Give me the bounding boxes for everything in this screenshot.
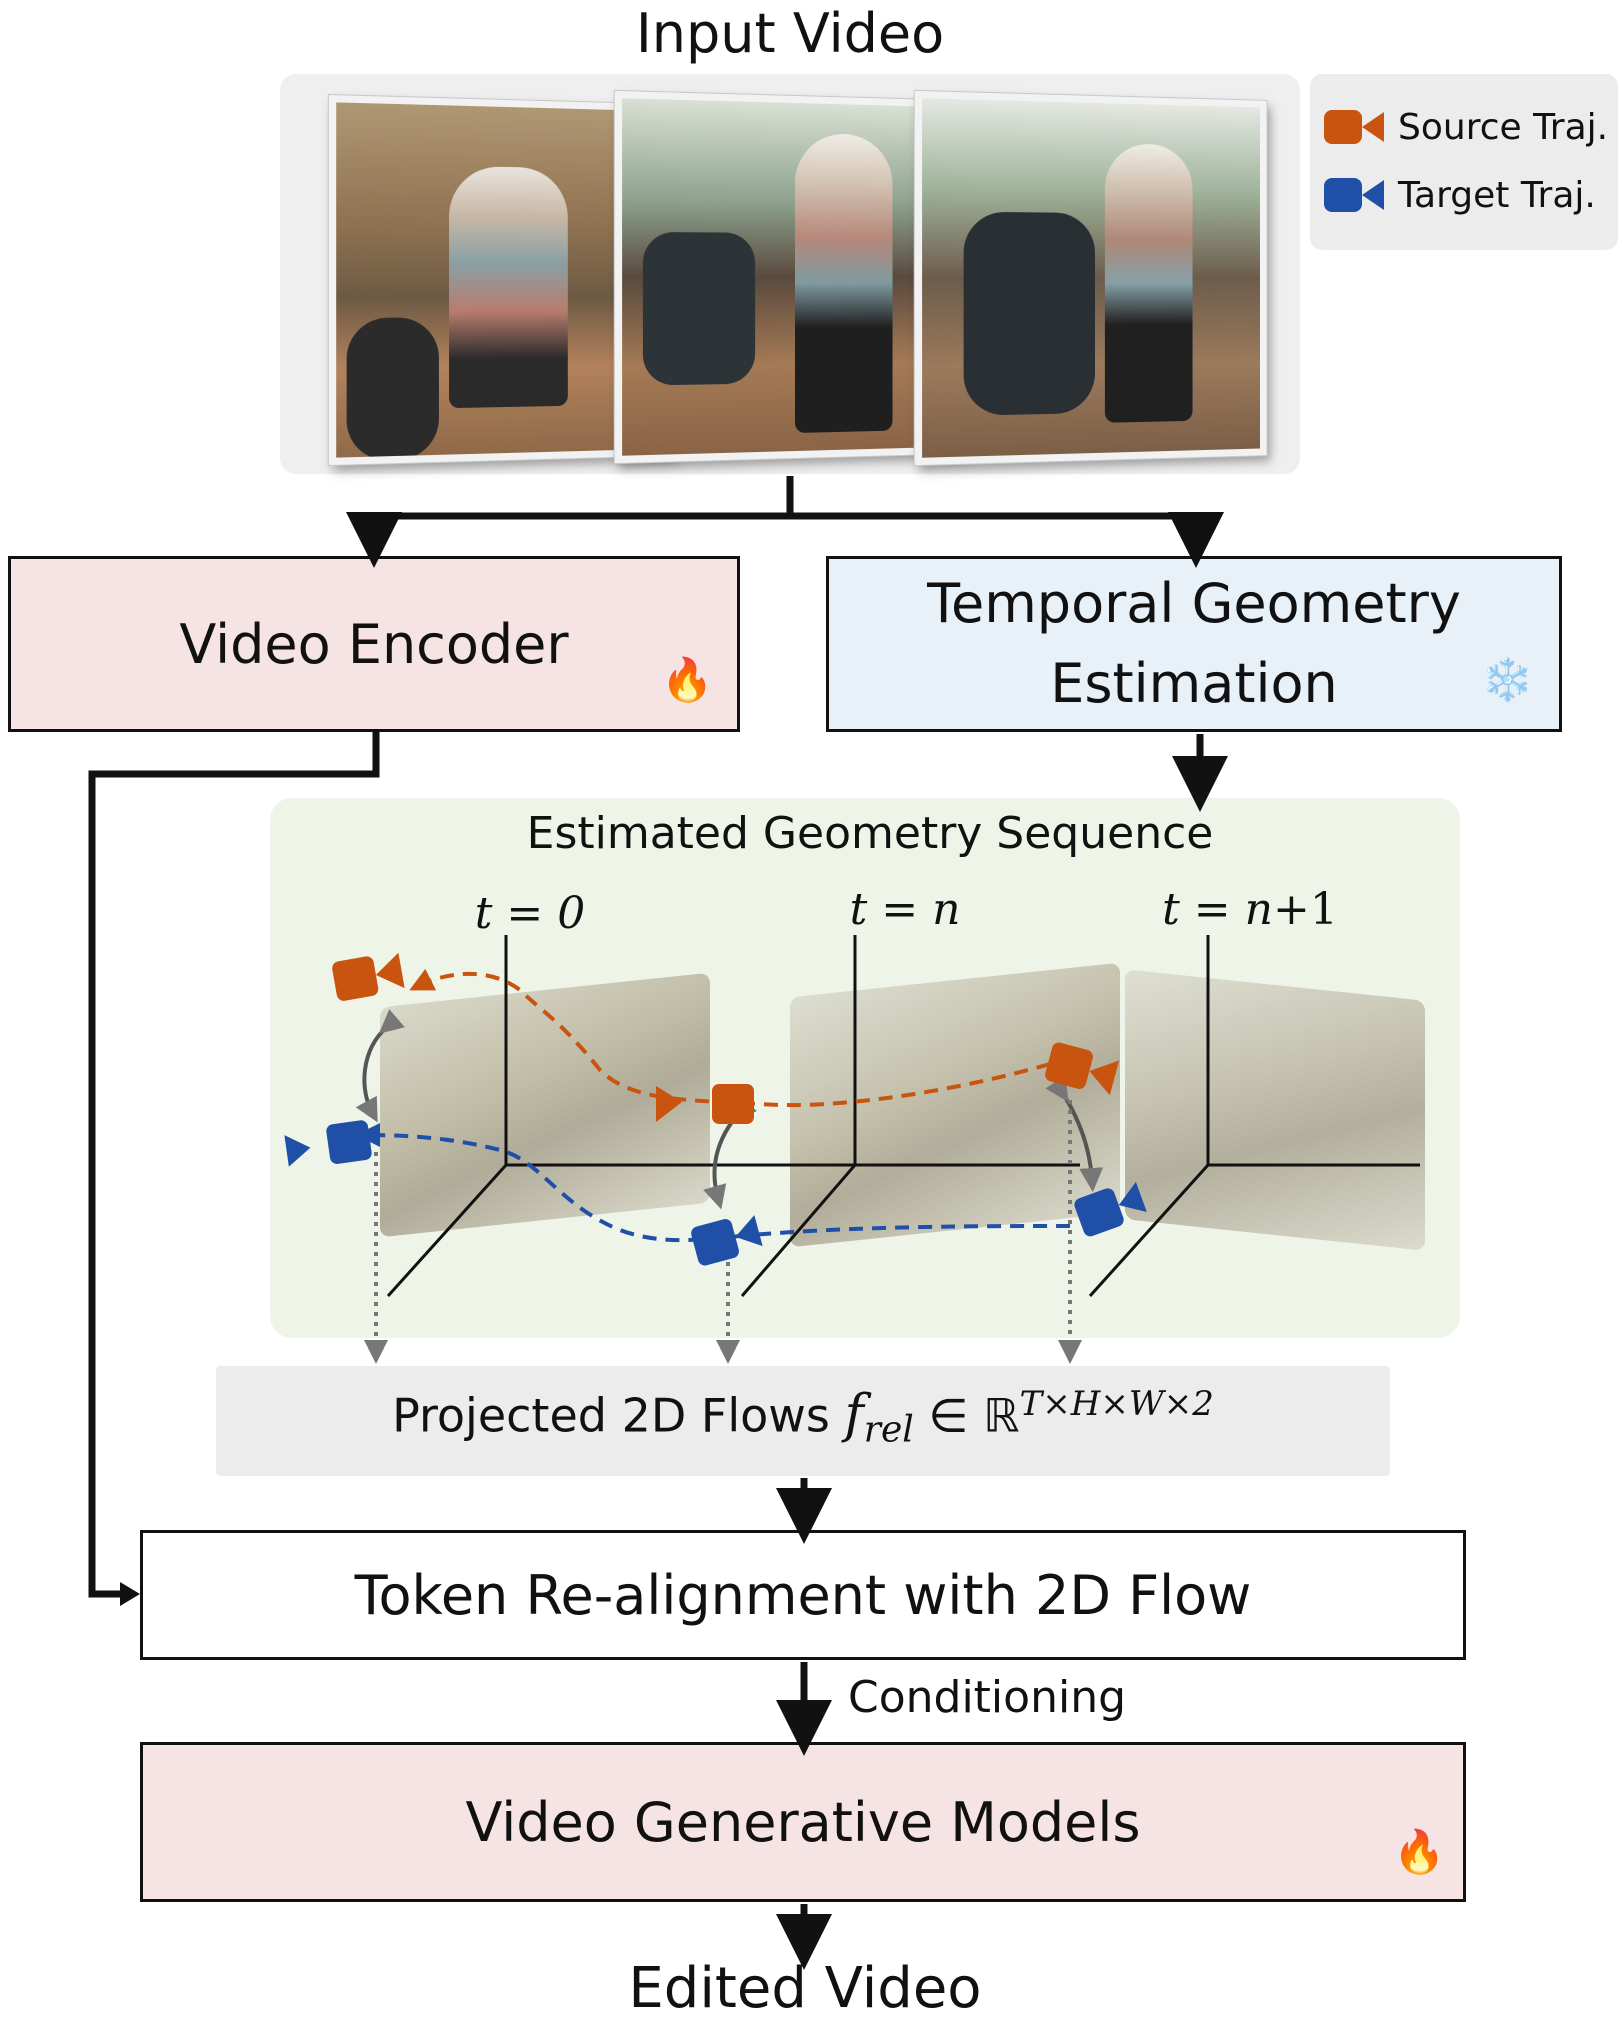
time-label-tn: t = n [849, 884, 961, 935]
source-trajectory [409, 968, 1051, 1108]
camera-icon [1324, 110, 1384, 144]
flow-in-set: ∈ ℝ [913, 1388, 1020, 1443]
camera-icon [1324, 178, 1384, 212]
camera-icon [332, 952, 405, 1001]
relation-arrow-tn [703, 1095, 757, 1210]
encoder-to-token-arrow [88, 732, 380, 1598]
video-generative-label: Video Generative Models [465, 1790, 1141, 1854]
temporal-geometry-box: Temporal Geometry Estimation ❄️ [826, 556, 1562, 732]
axes-tn [740, 935, 1080, 1297]
projection-lines [364, 1100, 1082, 1364]
snowflake-icon: ❄️ [1481, 655, 1534, 704]
legend-source: Source Traj. [1318, 102, 1608, 152]
fire-icon: 🔥 [1393, 1827, 1446, 1876]
token-realignment-label: Token Re-alignment with 2D Flow [354, 1563, 1252, 1627]
camera-icon [656, 1084, 754, 1124]
flow-symbol: f [844, 1384, 864, 1445]
flow-superscript: T×H×W×2 [1019, 1384, 1214, 1424]
encoder-to-token-arrowhead [120, 1582, 140, 1606]
video-encoder-label: Video Encoder [179, 612, 569, 676]
camera-icon [1074, 1181, 1147, 1237]
time-label-tn1-suffix: +1 [1272, 884, 1338, 935]
camera-icon [284, 1120, 372, 1167]
geometry-sequence-title: Estimated Geometry Sequence [526, 808, 1214, 859]
axes-tn1 [1088, 935, 1420, 1298]
split-arrow [346, 476, 1224, 568]
projected-flows-label: Projected 2D Flows frel ∈ ℝT×H×W×2 [216, 1384, 1390, 1451]
fire-icon: 🔥 [661, 655, 714, 704]
relation-arrow-t0 [355, 1009, 405, 1123]
relation-arrow-tn1 [1045, 1075, 1104, 1192]
projected-flows-panel [216, 1366, 1390, 1476]
legend-target-label: Target Traj. [1398, 174, 1596, 216]
time-label-tn1-prefix: t = n [1162, 884, 1273, 935]
camera-icon [1045, 1042, 1120, 1096]
token-realignment-box: Token Re-alignment with 2D Flow [140, 1530, 1466, 1660]
video-generative-box: Video Generative Models 🔥 [140, 1742, 1466, 1902]
temporal-geometry-label-line2: Estimation [1050, 652, 1338, 715]
input-video-title: Input Video [635, 2, 945, 65]
video-encoder-box: Video Encoder 🔥 [8, 556, 740, 732]
legend-target: Target Traj. [1318, 170, 1596, 220]
axes-t0 [386, 935, 860, 1298]
time-label-tn1: t = n+1 [1150, 884, 1350, 935]
camera-icon [691, 1215, 763, 1266]
time-label-t0: t = 0 [474, 888, 586, 939]
conditioning-label: Conditioning [848, 1672, 1127, 1723]
projected-flows-prefix: Projected 2D Flows [392, 1388, 845, 1443]
flow-subscript: rel [863, 1409, 914, 1451]
legend-source-label: Source Traj. [1398, 106, 1609, 148]
temporal-geometry-label-line1: Temporal Geometry [927, 572, 1461, 635]
legend: Source Traj. Target Traj. [1310, 74, 1618, 250]
